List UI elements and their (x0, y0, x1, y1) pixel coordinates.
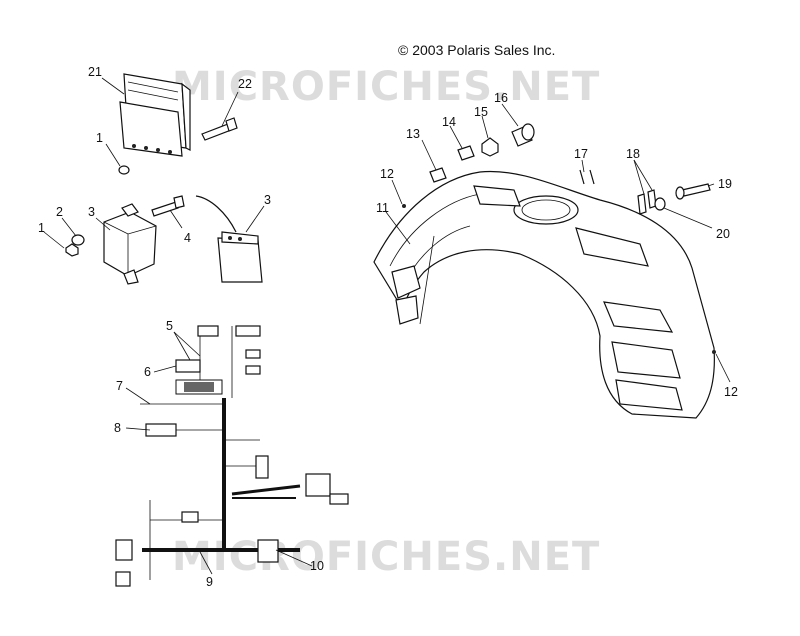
callout-5: 5 (166, 319, 173, 333)
part-11-dash-panel (373, 170, 715, 419)
callout-4: 4 (184, 231, 191, 245)
part-16-knob (511, 123, 535, 147)
callout-1-top: 1 (96, 131, 103, 145)
part-18-switches (637, 189, 657, 215)
callout-20: 20 (716, 227, 730, 241)
watermark-top: MICROFICHES.NET (172, 64, 600, 110)
callout-11: 11 (376, 201, 389, 215)
part-3-box-right (195, 195, 263, 283)
part-3-rectifier-left (103, 203, 157, 285)
part-15-nut (481, 137, 499, 157)
callout-12-left: 12 (380, 167, 394, 181)
copyright-text: © 2003 Polaris Sales Inc. (398, 42, 556, 58)
part-12-screw-right (712, 350, 716, 354)
leader-lines (43, 77, 731, 575)
callout-21: 21 (88, 65, 102, 79)
callout-6: 6 (144, 365, 151, 379)
part-17-pins (579, 169, 595, 185)
part-12-screw-left (402, 204, 406, 208)
part-21-module (119, 73, 191, 157)
callout-17: 17 (574, 147, 588, 161)
callout-7: 7 (116, 379, 123, 393)
callout-13: 13 (406, 127, 420, 141)
part-22-bolt (201, 117, 238, 141)
callout-2: 2 (56, 205, 63, 219)
callout-3-left: 3 (88, 205, 95, 219)
part-2-washer (71, 234, 85, 246)
callout-14: 14 (442, 115, 456, 129)
callout-8: 8 (114, 421, 121, 435)
callout-18: 18 (626, 147, 640, 161)
callout-9: 9 (206, 575, 213, 589)
watermark-bottom: MICROFICHES.NET (172, 534, 600, 580)
wiring-harness (115, 325, 349, 587)
callout-12-right: 12 (724, 385, 738, 399)
part-14-clip (457, 145, 475, 161)
callout-1-left: 1 (38, 221, 45, 235)
callout-22: 22 (238, 77, 252, 91)
callout-15: 15 (474, 105, 488, 119)
part-20-washer (654, 197, 666, 211)
callout-10: 10 (310, 559, 324, 573)
callout-3-right: 3 (264, 193, 271, 207)
callout-16: 16 (494, 91, 508, 105)
part-1-nut-left (65, 243, 79, 257)
part-19-screw (675, 183, 711, 200)
part-4-bolt (151, 195, 185, 217)
part-13-plug (429, 167, 447, 183)
part-1-nut-top (118, 165, 130, 175)
callout-19: 19 (718, 177, 732, 191)
